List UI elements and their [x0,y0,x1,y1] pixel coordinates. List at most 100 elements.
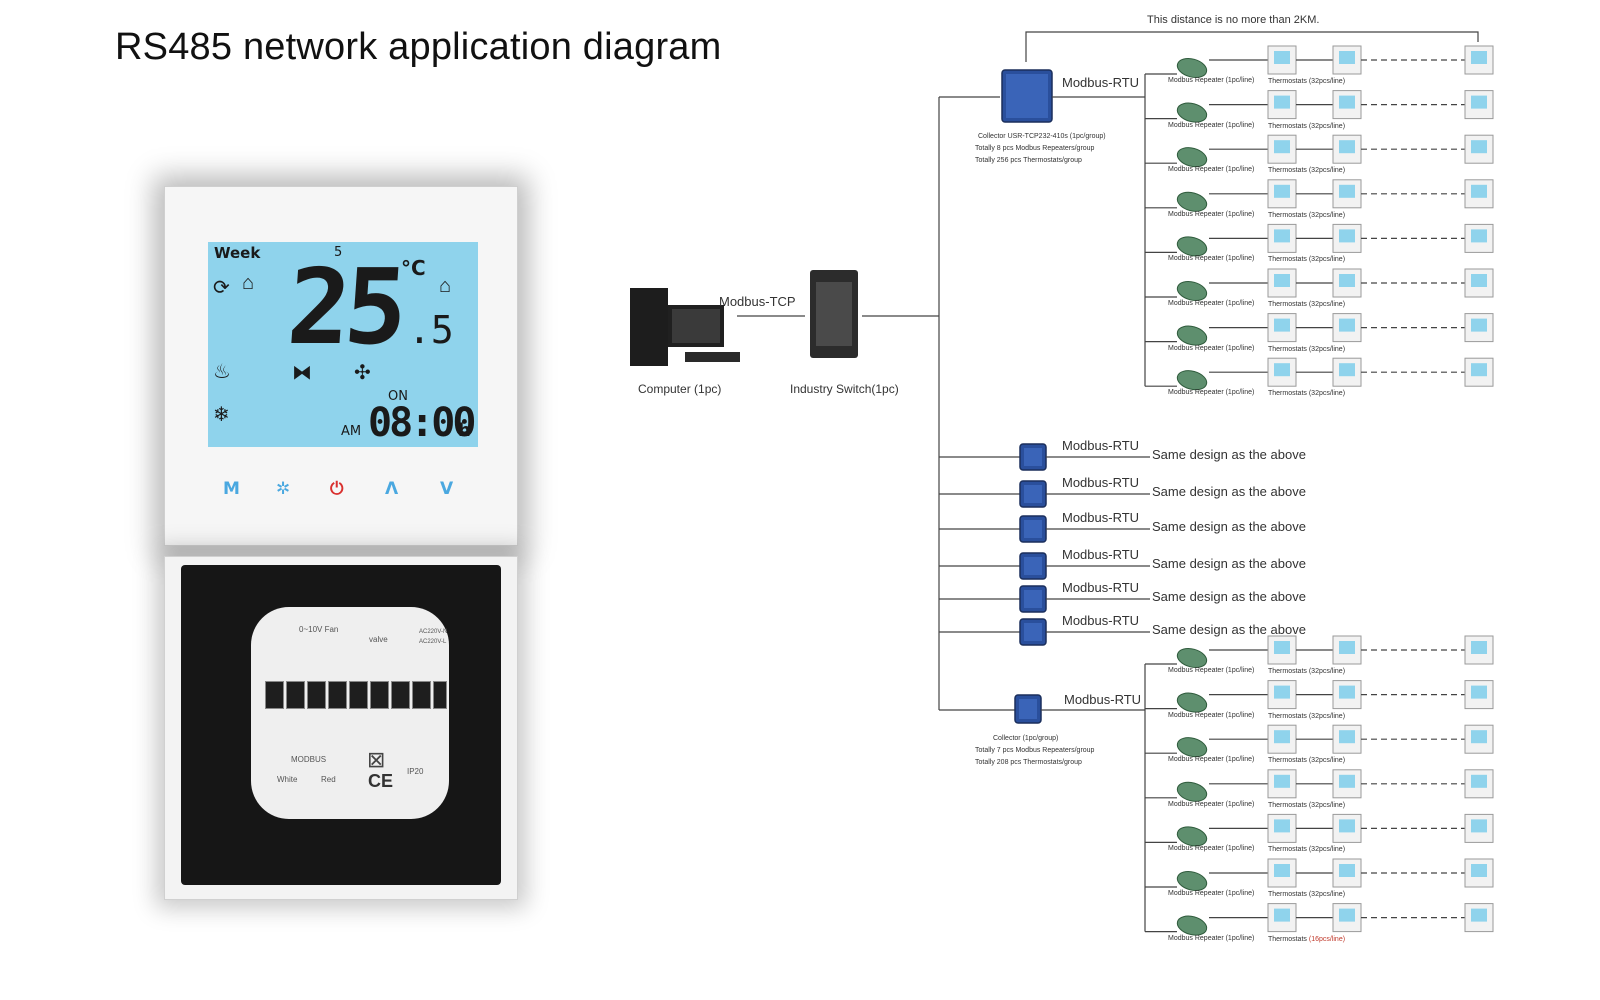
collector-bottom-line-2: Totally 7 pcs Modbus Repeaters/group [975,747,1095,754]
thermostat-label: Thermostats (32pcs/line) [1268,211,1346,219]
thermostat-screen-icon [1471,274,1487,287]
thermostat-label: Thermostats (32pcs/line) [1268,78,1346,85]
thermostat-screen-icon [1471,229,1487,243]
thermostat-screen-icon [1274,51,1290,64]
collector-small-icon-face [1024,520,1042,538]
down-key[interactable]: V [440,479,454,499]
ac-l-label: AC220V-L [419,639,447,645]
modbus-label: MODBUS [291,755,327,764]
terminal [433,681,447,709]
computer-icon [630,288,740,366]
switch-label: Industry Switch(1pc) [790,382,899,396]
white-wire-label: White [277,775,298,784]
lcd-screen: Week 5 25 °C .5 ⟳ ⌂ ⌂ ♨ ⧓ ✣ ❄ ON AM 08:0… [208,242,478,447]
touch-keys: M ✲ ⏻ Λ V [165,479,517,503]
repeater-icon [1176,692,1208,713]
house-occupancy-icon: ⌂ [439,275,452,297]
terminal [265,681,284,709]
collector-top-line-3: Totally 256 pcs Thermostats/group [975,157,1082,164]
thermostat-screen-icon [1339,864,1355,877]
repeater-label: Modbus Repeater (1pc/line) [1168,756,1255,764]
thermostat-screen-icon [1274,318,1290,332]
collector-bottom-line-1: Collector (1pc/group) [993,735,1059,742]
mounting-plate: 0~10V Fan valve AC220V-N AC220V-L MODBUS… [181,565,501,885]
repeater-icon [1176,370,1208,391]
thermostat-label: Thermostats (16pcs/line) [1268,935,1346,943]
collector-top-icon-face [1006,74,1048,118]
thermostat-screen-icon [1471,641,1487,654]
thermostat-label: Thermostats (32pcs/line) [1268,390,1346,398]
repeater-label: Modbus Repeater (1pc/line) [1168,389,1255,397]
thermostat-screen-icon [1274,363,1290,377]
thermostat-screen-icon [1339,819,1355,833]
thermostat-screen-icon [1274,95,1290,109]
terminal [349,681,368,709]
valve-terminal-label: valve [369,635,388,644]
rtu-label-top: Modbus-RTU [1062,75,1140,90]
up-key[interactable]: Λ [385,479,399,499]
wiring-module: 0~10V Fan valve AC220V-N AC220V-L MODBUS… [251,607,449,819]
thermostat-screen-icon [1274,908,1290,922]
thermostat-unit-icon [1464,635,1494,665]
thermostat-screen-icon [1339,908,1355,922]
red-wire-label: Red [321,775,336,784]
thermostat-screen-icon [1274,274,1290,287]
same-design-label: Same design as the above [1152,484,1306,499]
fan-icon: ✣ [354,362,371,384]
thermostat-screen-icon [1471,819,1487,833]
am-label: AM [341,424,362,439]
repeater-label: Modbus Repeater (1pc/line) [1168,121,1255,129]
thermostat-screen-icon [1339,51,1355,64]
page-title: RS485 network application diagram [115,26,722,68]
day-number: 5 [334,245,343,260]
thermostat-screen-icon [1339,685,1355,699]
same-design-label: Same design as the above [1152,589,1306,604]
rtu-label-bottom: Modbus-RTU [1064,692,1142,707]
thermostat-screen-icon [1339,184,1355,198]
thermostat-screen-icon [1274,184,1290,198]
thermostat-label: Thermostats (32pcs/line) [1268,757,1346,765]
thermostat-screen-icon [1274,864,1290,877]
repeater-label: Modbus Repeater (1pc/line) [1168,800,1255,808]
home-temp-icon: ⌂ [242,272,255,294]
mode-key[interactable]: M [223,479,240,499]
weee-bin-icon: ⊠ [367,747,386,772]
temperature-decimal: .5 [408,308,454,352]
clock-display: 08:00 [368,400,476,446]
terminal [412,681,431,709]
repeater-label: Modbus Repeater (1pc/line) [1168,890,1255,897]
collector-small-icon-face [1024,448,1042,466]
rtu-label-middle: Modbus-RTU [1062,580,1140,595]
fan-key[interactable]: ✲ [276,479,291,499]
repeater-label: Modbus Repeater (1pc/line) [1168,77,1255,84]
terminal [370,681,389,709]
thermostat-label: Thermostats (32pcs/line) [1268,712,1346,720]
power-key[interactable]: ⏻ [330,479,344,499]
valve-icon: ⧓ [292,362,312,384]
auto-mode-icon: ⟳ [213,277,230,299]
clock-suffix: h [458,420,471,441]
repeater-label: Modbus Repeater (1pc/line) [1168,934,1255,942]
thermostat-screen-icon [1471,363,1487,377]
thermostat-screen-icon [1339,774,1355,788]
repeater-icon [1176,826,1208,847]
week-label: Week [214,244,261,262]
tcp-label: Modbus-TCP [719,294,796,309]
thermostat-screen-icon [1471,184,1487,198]
rtu-label-middle: Modbus-RTU [1062,438,1140,453]
thermostat-screen-icon [1274,819,1290,833]
thermostat-unit-icon [1464,179,1494,209]
same-design-label: Same design as the above [1152,519,1306,534]
thermostat-screen-icon [1471,685,1487,699]
thermostat-screen-icon [1274,685,1290,699]
thermostat-front-panel: Week 5 25 °C .5 ⟳ ⌂ ⌂ ♨ ⧓ ✣ ❄ ON AM 08:0… [164,186,518,546]
repeater-label: Modbus Repeater (1pc/line) [1168,845,1255,853]
thermostat-screen-icon [1339,730,1355,744]
thermostat-label: Thermostats (32pcs/line) [1268,122,1346,130]
collector-top-line-2: Totally 8 pcs Modbus Repeaters/group [975,145,1095,152]
collector-small-icon-face [1024,590,1042,608]
fan-terminal-label: 0~10V Fan [299,625,339,634]
ce-mark: CE [368,771,394,791]
collector-bottom-line-3: Totally 208 pcs Thermostats/group [975,759,1082,766]
repeater-icon [1176,737,1208,758]
